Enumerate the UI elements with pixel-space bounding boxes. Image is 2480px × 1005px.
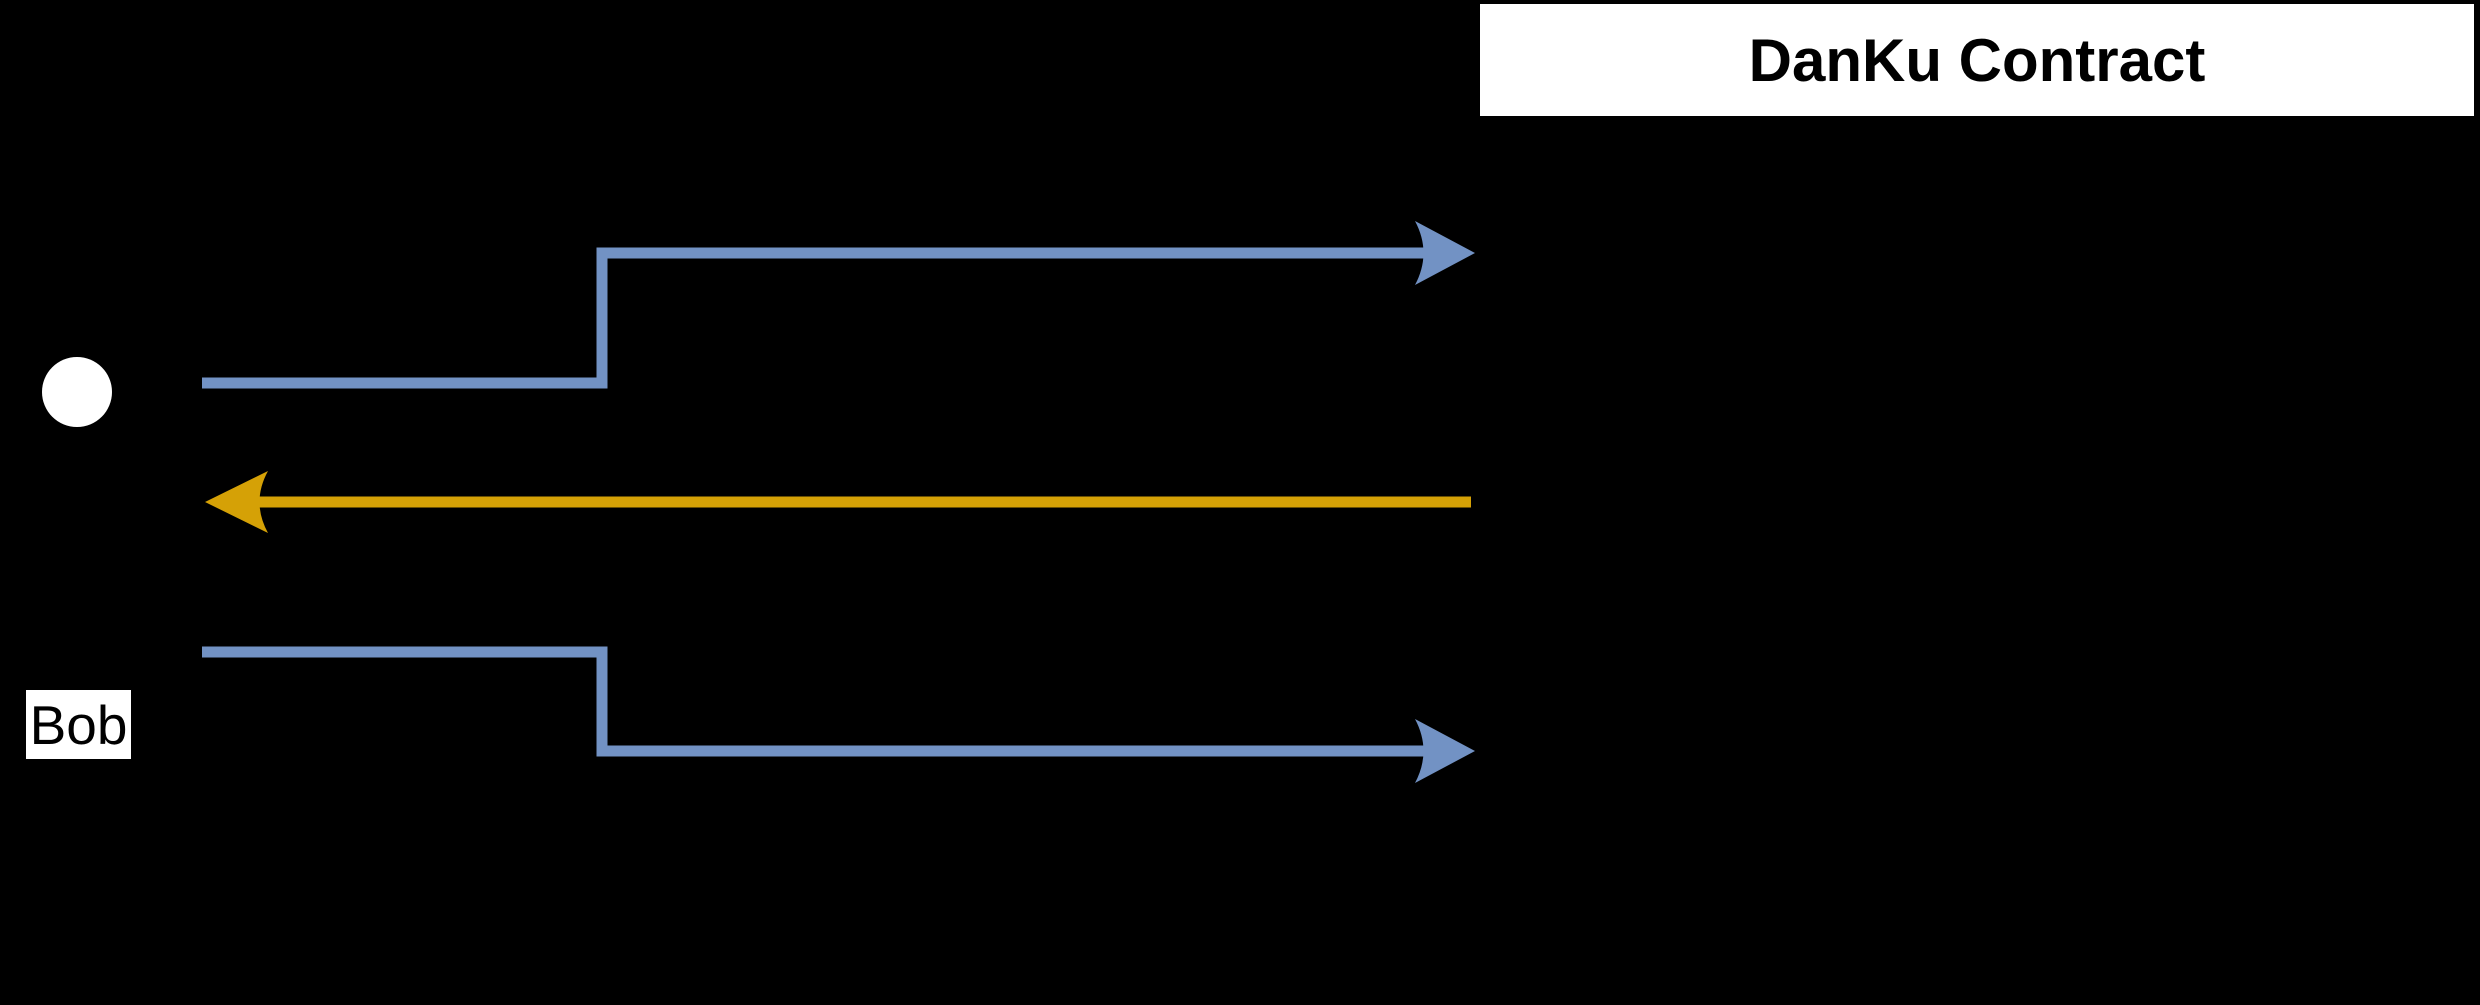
danku-contract-label: DanKu Contract (1748, 26, 2206, 94)
blue-arrow-upper-line (202, 247, 1430, 389)
bob-label: Bob (29, 693, 128, 756)
blue-arrow-upper-arrowhead-icon (1415, 221, 1475, 285)
blue-arrow-lower-arrowhead-icon (1415, 719, 1475, 783)
blue-arrow-lower-line (202, 646, 1430, 757)
bob-label-box: Bob (26, 690, 131, 759)
actor-head-icon (42, 357, 112, 427)
danku-contract-box: DanKu Contract (1480, 4, 2474, 116)
orange-arrow-arrowhead-icon (205, 471, 268, 533)
